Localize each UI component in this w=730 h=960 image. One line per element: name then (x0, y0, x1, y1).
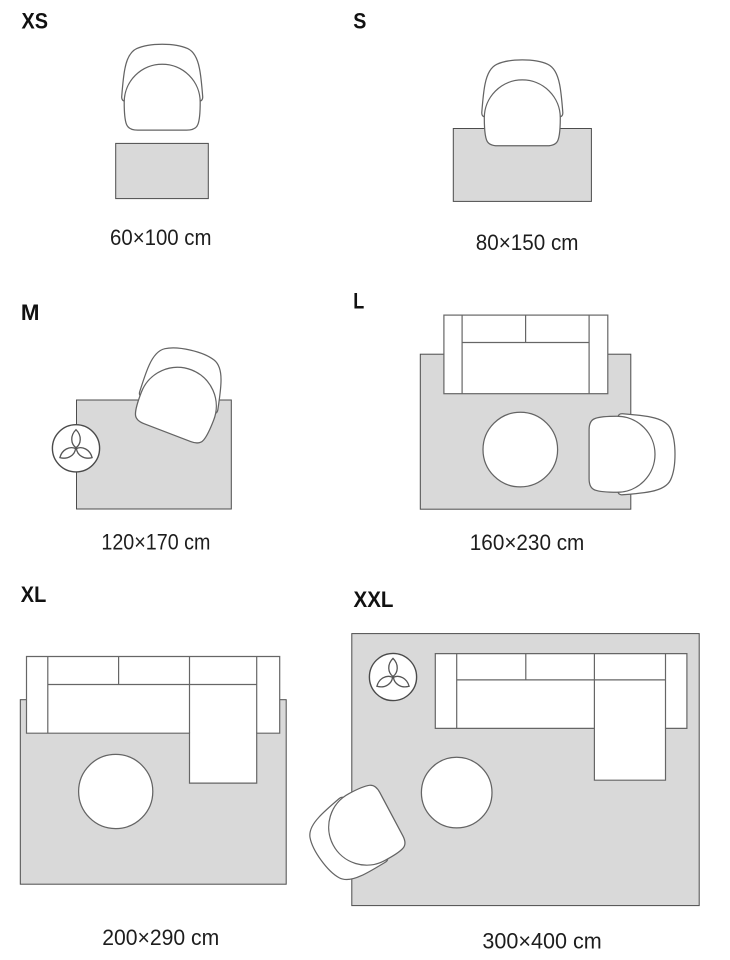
svg-text:M: M (21, 300, 40, 325)
svg-text:XS: XS (22, 9, 49, 34)
svg-text:160×230 cm: 160×230 cm (470, 530, 585, 555)
svg-text:L: L (353, 288, 364, 313)
svg-text:60×100 cm: 60×100 cm (110, 225, 212, 250)
svg-text:XL: XL (21, 582, 47, 607)
svg-text:S: S (353, 9, 366, 34)
svg-text:120×170 cm: 120×170 cm (101, 530, 210, 555)
svg-text:XXL: XXL (354, 587, 394, 612)
svg-text:300×400 cm: 300×400 cm (482, 928, 601, 953)
svg-text:200×290 cm: 200×290 cm (102, 925, 219, 950)
svg-text:80×150 cm: 80×150 cm (476, 230, 579, 255)
